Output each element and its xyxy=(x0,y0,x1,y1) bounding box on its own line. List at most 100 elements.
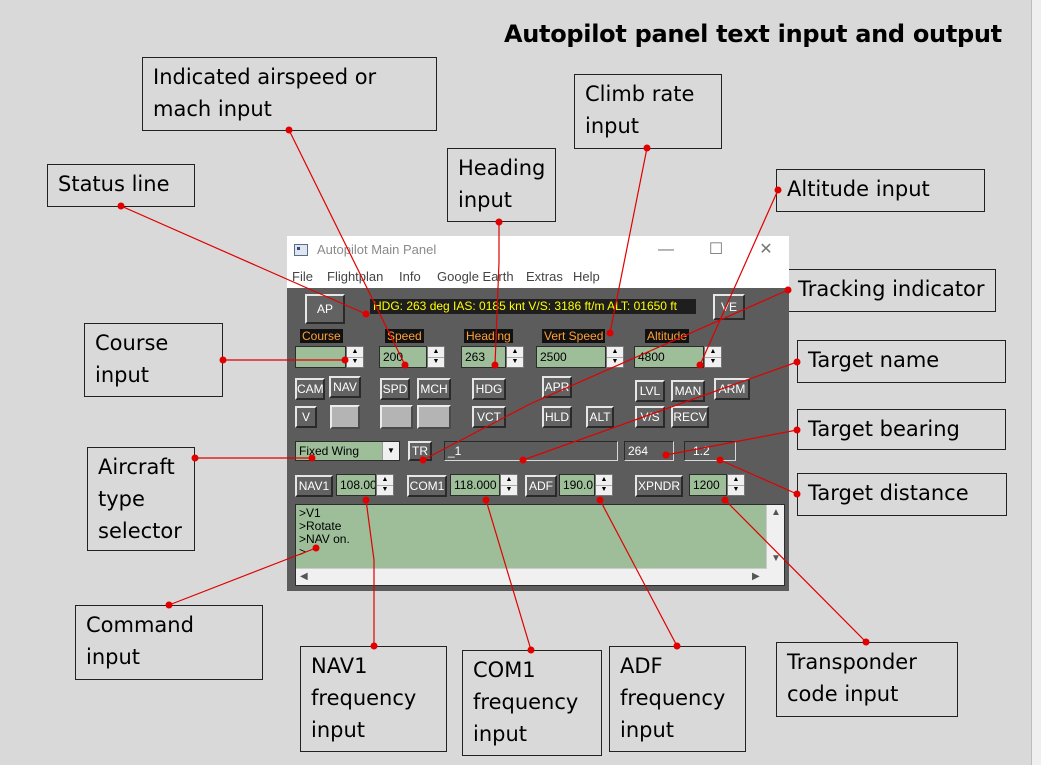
callout-target-bearing: Target bearing xyxy=(797,409,1006,450)
chevron-down-icon[interactable]: ▼ xyxy=(382,442,399,460)
target-bearing-field: 264 xyxy=(624,441,674,461)
spin-down-icon[interactable]: ▼ xyxy=(381,486,389,493)
man-button[interactable]: MAN xyxy=(671,380,705,402)
spin-up-icon[interactable]: ▲ xyxy=(501,475,517,486)
scroll-right-icon[interactable]: ▶ xyxy=(752,571,760,582)
callout-heading: Heading input xyxy=(447,148,556,222)
course-spinner[interactable]: ▲▼ xyxy=(346,346,364,368)
close-icon[interactable]: ✕ xyxy=(759,241,773,258)
mch-button[interactable]: MCH xyxy=(417,378,451,400)
vs-button[interactable]: V/S xyxy=(635,406,665,428)
heading-label: Heading xyxy=(464,329,513,343)
transponder-spinner[interactable]: ▲▼ xyxy=(727,474,745,496)
course-label: Course xyxy=(300,329,343,343)
autopilot-panel: AP HDG: 263 deg IAS: 0185 knt V/S: 3186 … xyxy=(287,288,789,591)
vert-speed-spinner[interactable]: ▲▼ xyxy=(606,346,624,368)
blank-indicator-3[interactable] xyxy=(417,405,451,429)
altitude-input[interactable]: 4800 xyxy=(634,346,704,368)
hdg-button[interactable]: HDG xyxy=(472,378,506,400)
alt-button[interactable]: ALT xyxy=(586,406,614,428)
arm-button[interactable]: ARM xyxy=(714,378,750,400)
console-line: >NAV on. xyxy=(299,532,350,546)
adf-spinner[interactable]: ▲▼ xyxy=(595,474,613,496)
maximize-icon[interactable]: ☐ xyxy=(708,241,724,258)
minimize-icon[interactable]: — xyxy=(658,241,674,258)
xpndr-button[interactable]: XPNDR xyxy=(635,475,683,497)
apr-button[interactable]: APR xyxy=(542,376,572,398)
aircraft-type-value: Fixed Wing xyxy=(299,444,360,458)
callout-altitude: Altitude input xyxy=(776,169,985,212)
ve-button[interactable]: VE xyxy=(713,294,745,320)
callout-adf: ADF frequency input xyxy=(609,646,746,752)
callout-com1: COM1 frequency input xyxy=(462,650,602,756)
menu-flightplan[interactable]: Flightplan xyxy=(327,269,384,284)
spin-down-icon[interactable]: ▼ xyxy=(432,358,440,365)
hld-button[interactable]: HLD xyxy=(542,406,572,428)
spin-down-icon[interactable]: ▼ xyxy=(511,358,519,365)
lvl-button[interactable]: LVL xyxy=(635,380,665,402)
spin-down-icon[interactable]: ▼ xyxy=(732,486,740,493)
callout-airspeed: Indicated airspeed or mach input xyxy=(142,57,437,131)
scroll-left-icon[interactable]: ◀ xyxy=(300,571,308,582)
command-input[interactable]: > xyxy=(299,545,307,559)
spin-down-icon[interactable]: ▼ xyxy=(505,486,513,493)
window-titlebar[interactable]: Autopilot Main Panel — ☐ ✕ xyxy=(287,236,789,266)
spin-up-icon[interactable]: ▲ xyxy=(596,475,612,486)
tr-button[interactable]: TR xyxy=(408,441,432,461)
scroll-corner xyxy=(767,569,784,585)
heading-input[interactable]: 263 xyxy=(461,346,506,368)
cam-button[interactable]: CAM xyxy=(295,378,325,400)
menu-help[interactable]: Help xyxy=(573,269,600,284)
blank-indicator-2[interactable] xyxy=(380,405,413,429)
adf-button[interactable]: ADF xyxy=(525,475,557,497)
spin-up-icon[interactable]: ▲ xyxy=(377,475,393,486)
callout-transponder: Transponder code input xyxy=(776,642,958,717)
transponder-code-input[interactable]: 1200 xyxy=(689,474,727,496)
menu-file[interactable]: File xyxy=(292,269,313,284)
com1-frequency-input[interactable]: 118.000 xyxy=(450,474,500,496)
course-input[interactable] xyxy=(295,346,346,368)
spd-button[interactable]: SPD xyxy=(380,378,410,400)
aircraft-type-selector[interactable]: Fixed Wing ▼ xyxy=(295,441,400,461)
console-horizontal-scrollbar[interactable]: ◀ ▶ xyxy=(296,568,767,585)
heading-spinner[interactable]: ▲▼ xyxy=(506,346,524,368)
menu-google-earth[interactable]: Google Earth xyxy=(437,269,514,284)
app-icon xyxy=(294,244,308,256)
recv-button[interactable]: RECV xyxy=(671,406,709,428)
speed-spinner[interactable]: ▲▼ xyxy=(427,346,445,368)
window-title: Autopilot Main Panel xyxy=(317,242,437,257)
menu-extras[interactable]: Extras xyxy=(526,269,563,284)
page-scrollbar xyxy=(1031,0,1041,765)
v-button[interactable]: V xyxy=(295,406,317,428)
spin-down-icon[interactable]: ▼ xyxy=(611,358,619,365)
adf-frequency-input[interactable]: 190.0 xyxy=(559,474,595,496)
speed-input[interactable]: 200 xyxy=(379,346,427,368)
nav1-button[interactable]: NAV1 xyxy=(295,475,333,497)
blank-indicator-1[interactable] xyxy=(330,405,360,429)
console-line: >Rotate xyxy=(299,519,342,533)
spin-down-icon[interactable]: ▼ xyxy=(600,486,608,493)
vct-button[interactable]: VCT xyxy=(472,406,506,428)
callout-tracking-indicator: Tracking indicator xyxy=(787,269,996,312)
menu-info[interactable]: Info xyxy=(399,269,421,284)
scroll-up-icon[interactable]: ▲ xyxy=(771,507,781,518)
com1-spinner[interactable]: ▲▼ xyxy=(500,474,518,496)
speed-label: Speed xyxy=(385,329,424,343)
callout-climb-rate: Climb rate input xyxy=(574,74,722,149)
nav1-frequency-input[interactable]: 108.00 xyxy=(336,474,376,496)
console-vertical-scrollbar[interactable]: ▲ ▼ xyxy=(766,505,784,569)
spin-down-icon[interactable]: ▼ xyxy=(709,358,717,365)
status-line: HDG: 263 deg IAS: 0185 knt V/S: 3186 ft/… xyxy=(370,299,696,314)
com1-button[interactable]: COM1 xyxy=(407,475,447,497)
altitude-spinner[interactable]: ▲▼ xyxy=(704,346,722,368)
callout-course: Course input xyxy=(84,323,223,397)
ap-button[interactable]: AP xyxy=(305,294,345,324)
callout-nav1: NAV1 frequency input xyxy=(300,646,447,752)
nav1-spinner[interactable]: ▲▼ xyxy=(376,474,394,496)
vert-speed-label: Vert Speed xyxy=(542,329,606,343)
nav-button[interactable]: NAV xyxy=(329,376,361,398)
command-console[interactable]: >V1 >Rotate >NAV on. > ▲ ▼ ◀ ▶ xyxy=(295,504,785,586)
spin-down-icon[interactable]: ▼ xyxy=(351,358,359,365)
vert-speed-input[interactable]: 2500 xyxy=(536,346,606,368)
scroll-down-icon[interactable]: ▼ xyxy=(771,553,781,564)
